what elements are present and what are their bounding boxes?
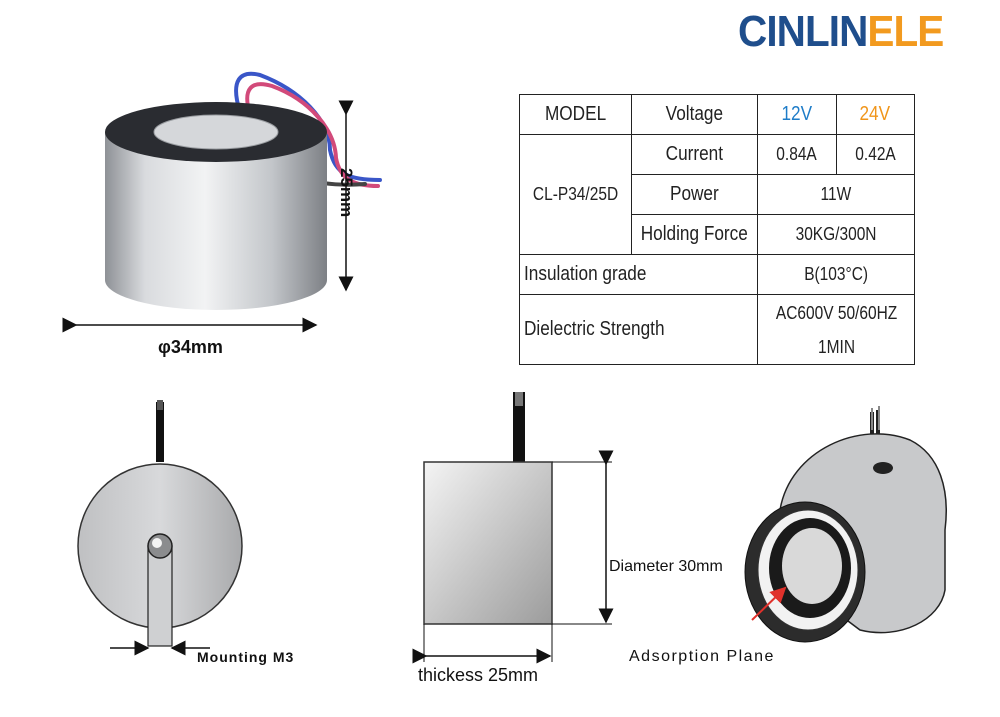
current-label: Current <box>631 134 759 175</box>
dielectric-value-line2: 1MIN <box>817 336 855 357</box>
holding-force-value: 30KG/300N <box>757 214 915 255</box>
diameter-dimension-label: φ34mm <box>158 337 223 357</box>
height-dimension-label: 25mm <box>337 168 356 218</box>
dielectric-value-line1: AC600V 50/60HZ <box>775 302 897 323</box>
model-value: CL-P34/25D <box>518 134 633 255</box>
adsorption-plane-label: Adsorption Plane <box>629 648 775 665</box>
thickness-label: thickess 25mm <box>418 665 539 685</box>
insulation-label: Insulation grade <box>518 254 759 295</box>
diameter-label: Diameter 30mm <box>609 558 723 575</box>
dielectric-label: Dielectric Strength <box>518 294 759 365</box>
power-value: 11W <box>757 174 915 215</box>
brand-logo-part1: CINLIN <box>738 7 868 56</box>
current-12v: 0.84A <box>757 134 837 175</box>
dielectric-value: AC600V 50/60HZ 1MIN <box>757 294 915 365</box>
side-view-drawing <box>412 392 614 664</box>
current-24v: 0.42A <box>835 134 916 175</box>
holding-force-label: Holding Force <box>631 214 759 255</box>
isometric-drawing <box>744 406 947 643</box>
brand-logo-part2: ELE <box>867 7 944 56</box>
spec-table: MODEL Voltage 12V 24V CL-P34/25D Current… <box>518 94 916 365</box>
voltage-header: Voltage <box>631 94 759 135</box>
model-header: MODEL <box>518 94 633 135</box>
insulation-value: B(103°C) <box>757 254 915 295</box>
magnet-photo <box>105 102 327 310</box>
voltage-12v: 12V <box>757 94 837 135</box>
voltage-24v: 24V <box>835 94 916 135</box>
brand-logo: CINLINELE <box>738 7 944 56</box>
power-label: Power <box>631 174 759 215</box>
front-view-drawing <box>77 400 243 656</box>
mounting-label: Mounting M3 <box>197 649 295 665</box>
